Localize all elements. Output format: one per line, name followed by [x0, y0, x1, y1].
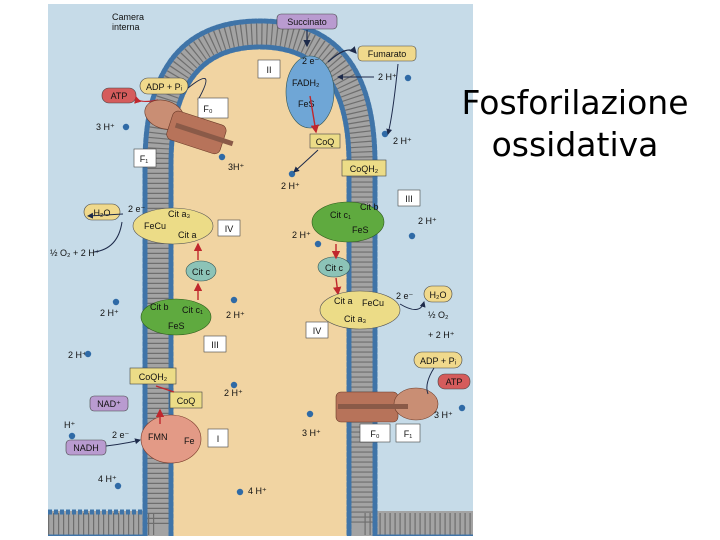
- label-roman-iii-right: III: [405, 194, 413, 204]
- label-fumarato: Fumarato: [368, 49, 407, 59]
- complex-iii-left: [140, 298, 212, 336]
- membrane-tail-lines: [48, 22, 473, 535]
- label-fmn: FMN: [148, 432, 168, 442]
- label-succinato: Succinato: [287, 17, 327, 27]
- label-coq-top: CoQ: [316, 137, 335, 147]
- label-cit-a-left: Cit a: [178, 230, 197, 240]
- label-coq-left: CoQ: [177, 396, 196, 406]
- label-camera-1: Camera: [112, 12, 144, 22]
- label-fecu-right: FeCu: [362, 298, 384, 308]
- label-2h-iii-right-inner: 2 H⁺: [292, 230, 311, 240]
- label-fe: Fe: [184, 436, 195, 446]
- slide-title: Fosforilazione ossidativa: [440, 82, 710, 166]
- label-2e-fmn: 2 e⁻: [112, 430, 130, 440]
- label-2h-iii-right: 2 H⁺: [418, 216, 437, 226]
- complex-i: [140, 414, 202, 464]
- label-fadh2: FADH₂: [292, 78, 320, 88]
- label-2e-left: 2 e⁻: [128, 204, 146, 214]
- label-3h-top: 3 H⁺: [96, 122, 115, 132]
- label-roman-iii-left: III: [211, 340, 219, 350]
- complex-iv-left: [132, 207, 214, 245]
- title-line-1: Fosforilazione: [461, 83, 689, 122]
- label-2h-iii-inner: 2 H⁺: [226, 310, 245, 320]
- label-two-e-top: 2 e⁻: [302, 56, 320, 66]
- complex-ii: [285, 55, 335, 129]
- label-cit-a3-right: Cit a₃: [344, 314, 367, 324]
- atp-synthase-bottom: [335, 387, 439, 423]
- label-coqh2-left: CoQH₂: [139, 372, 168, 382]
- label-2e-right: 2 e⁻: [396, 291, 414, 301]
- label-h2o-right: H₂O: [430, 290, 447, 300]
- label-cit-b-left: Cit b: [150, 302, 169, 312]
- label-2h-coq-left: 2 H⁺: [224, 388, 243, 398]
- label-cit-c1-left: Cit c₁: [182, 305, 203, 315]
- label-3h-inner: 3H⁺: [228, 162, 245, 172]
- label-fecu-left: FeCu: [144, 221, 166, 231]
- cit-c-left: [185, 260, 217, 282]
- complex-iv-right: [319, 290, 401, 330]
- label-2h-left-iii: 2 H⁺: [100, 308, 119, 318]
- label-fes-ii: FeS: [298, 99, 315, 109]
- label-3h-bottom-inner: 3 H⁺: [302, 428, 321, 438]
- mitochondrial-diagram: Camera interna Succinato Fumarato II 2 e…: [48, 4, 473, 536]
- label-2h-topright: 2 H⁺: [378, 72, 397, 82]
- label-h-plus: H⁺: [64, 420, 75, 430]
- succinato-box: [276, 13, 338, 30]
- label-roman-i: I: [217, 434, 220, 444]
- label-cit-c1-right: Cit c₁: [330, 210, 351, 220]
- label-cit-a-right: Cit a: [334, 296, 353, 306]
- label-adp-pi-bottom: ADP + Pᵢ: [420, 356, 456, 366]
- label-atp-top: ATP: [111, 91, 128, 101]
- atp-synthase-top: [144, 99, 234, 155]
- label-roman-iv-left: IV: [225, 224, 234, 234]
- label-cit-a3-left: Cit a₃: [168, 209, 191, 219]
- label-2h-nad: 2 H⁺: [68, 350, 87, 360]
- label-f1-top: F₁: [140, 154, 149, 164]
- fumarato-box: [357, 45, 417, 62]
- label-fes-left: FeS: [168, 321, 185, 331]
- label-cit-b-right: Cit b: [360, 202, 379, 212]
- label-fes-right: FeS: [352, 225, 369, 235]
- label-3h-bottom-right: 3 H⁺: [434, 410, 453, 420]
- label-adp-pi-top: ADP + Pᵢ: [146, 82, 182, 92]
- label-plus-2h-right: + 2 H⁺: [428, 330, 455, 340]
- label-4h-bottom: 4 H⁺: [248, 486, 267, 496]
- label-coqh2-top: CoQH₂: [350, 164, 379, 174]
- label-half-o2-left: ½ O₂ + 2 H⁺: [50, 248, 100, 258]
- matrix: [171, 47, 349, 536]
- complex-iii-right: [311, 201, 385, 243]
- label-fo-top: F₀: [203, 104, 212, 114]
- label-h2o-left: H₂O: [94, 208, 111, 218]
- label-atp-bottom: ATP: [446, 377, 463, 387]
- label-roman-iv-right: IV: [313, 326, 322, 336]
- label-cit-c-right: Cit c: [325, 263, 344, 273]
- label-2h-coq: 2 H⁺: [281, 181, 300, 191]
- diagram-svg: Camera interna Succinato Fumarato II 2 e…: [48, 12, 473, 536]
- label-f1-bottom: F₁: [404, 429, 413, 439]
- title-line-2: ossidativa: [491, 125, 659, 164]
- label-4h-left: 4 H⁺: [98, 474, 117, 484]
- label-nad: NAD⁺: [97, 399, 121, 409]
- label-half-o2-right: ½ O₂: [428, 310, 449, 320]
- label-2h-mid-right: 2 H⁺: [393, 136, 412, 146]
- label-cit-c-left: Cit c: [192, 267, 211, 277]
- label-fo-bottom: F₀: [370, 429, 379, 439]
- label-camera-2: interna: [112, 22, 140, 32]
- label-roman-ii: II: [266, 65, 271, 75]
- label-nadh: NADH: [73, 443, 99, 453]
